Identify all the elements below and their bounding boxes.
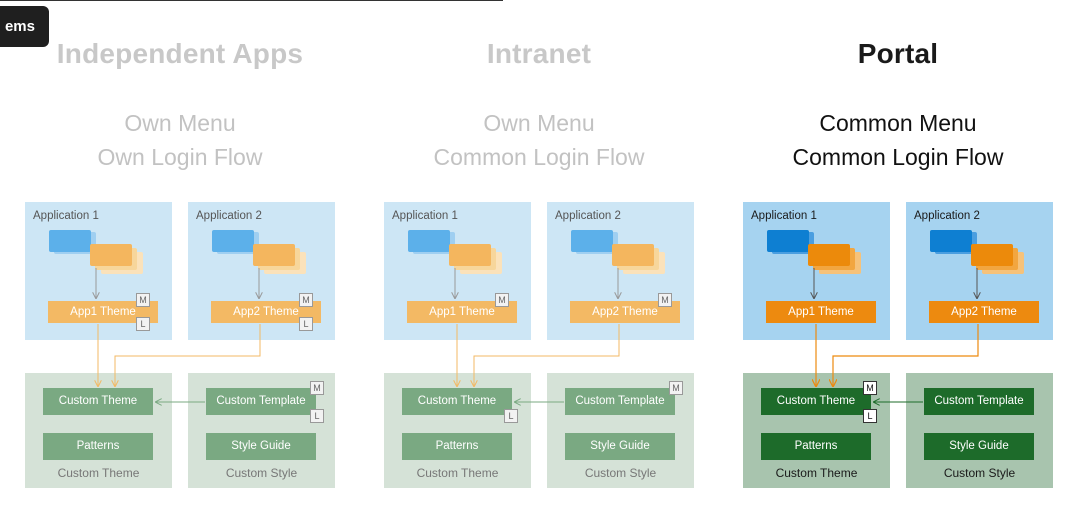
style-guide-button[interactable]: Style Guide	[924, 433, 1034, 460]
badge-m: M	[863, 381, 877, 395]
custom-theme-caption: Custom Theme	[57, 466, 140, 480]
column-title: Intranet	[486, 38, 592, 69]
badge-m: M	[658, 293, 672, 307]
connector-group	[814, 268, 978, 402]
window-icon	[767, 230, 809, 252]
application-2-box: Application 2 App2 Theme M L	[188, 202, 335, 340]
application-1-box: Application 1 App1 Theme M	[384, 202, 531, 340]
window-icon	[449, 244, 491, 266]
app-theme-button[interactable]: App2 Theme	[929, 301, 1039, 323]
custom-theme-button[interactable]: Custom Theme	[761, 388, 871, 415]
badge-l: L	[863, 409, 877, 423]
column-subtitle-login: Common Login Flow	[433, 144, 645, 170]
window-icon	[90, 244, 132, 266]
custom-style-caption: Custom Style	[584, 466, 657, 480]
custom-template-button[interactable]: Custom Template	[206, 388, 316, 415]
application-2-box: Application 2 App2 Theme M	[547, 202, 694, 340]
app-theme-button[interactable]: App1 Theme	[766, 301, 876, 323]
style-guide-button[interactable]: Style Guide	[565, 433, 675, 460]
connector-group	[455, 268, 619, 402]
badge-m: M	[669, 381, 683, 395]
column-title: Independent Apps	[56, 38, 304, 69]
top-divider-line	[0, 0, 503, 1]
window-icon	[808, 244, 850, 266]
badge-m: M	[299, 293, 313, 307]
column-subtitle-menu: Own Menu	[124, 110, 236, 136]
overflow-tag[interactable]: ems	[0, 6, 49, 47]
application-label: Application 1	[751, 210, 817, 222]
column-subtitle-login: Own Login Flow	[97, 144, 263, 170]
badge-m: M	[310, 381, 324, 395]
custom-theme-box: Custom Theme Patterns Custom Theme M L	[743, 373, 890, 488]
column-subtitle-menu: Own Menu	[483, 110, 595, 136]
application-label: Application 1	[33, 210, 99, 222]
app-theme-button[interactable]: App1 Theme	[407, 301, 517, 323]
custom-theme-box: Custom Theme Patterns Custom Theme	[25, 373, 172, 488]
window-icon	[253, 244, 295, 266]
custom-theme-caption: Custom Theme	[775, 466, 858, 480]
application-1-box: Application 1 App1 Theme	[743, 202, 890, 340]
patterns-button[interactable]: Patterns	[43, 433, 153, 460]
custom-theme-caption: Custom Theme	[416, 466, 499, 480]
badge-m: M	[136, 293, 150, 307]
app-theme-button[interactable]: App2 Theme	[211, 301, 321, 323]
application-label: Application 2	[196, 210, 262, 222]
application-label: Application 2	[914, 210, 980, 222]
window-icon	[408, 230, 450, 252]
connector-arrow	[474, 324, 620, 386]
application-label: Application 1	[392, 210, 458, 222]
column-title: Portal	[857, 38, 939, 69]
application-1-box: Application 1 App1 Theme M L	[25, 202, 172, 340]
custom-theme-box: Custom Theme Patterns Custom Theme L	[384, 373, 531, 488]
custom-style-box: Custom Template Style Guide Custom Style…	[547, 373, 694, 488]
window-icon	[49, 230, 91, 252]
window-icon	[930, 230, 972, 252]
patterns-button[interactable]: Patterns	[761, 433, 871, 460]
badge-l: L	[310, 409, 324, 423]
window-icon	[212, 230, 254, 252]
badge-m: M	[495, 293, 509, 307]
app-theme-button[interactable]: App1 Theme	[48, 301, 158, 323]
badge-l: L	[299, 317, 313, 331]
custom-style-box: Custom Template Style Guide Custom Style	[906, 373, 1053, 488]
badge-l: L	[136, 317, 150, 331]
window-icon	[971, 244, 1013, 266]
badge-l: L	[504, 409, 518, 423]
application-2-box: Application 2 App2 Theme	[906, 202, 1053, 340]
connector-arrow	[115, 324, 261, 386]
column-subtitle-login: Common Login Flow	[792, 144, 1004, 170]
style-guide-button[interactable]: Style Guide	[206, 433, 316, 460]
custom-theme-button[interactable]: Custom Theme	[402, 388, 512, 415]
custom-theme-button[interactable]: Custom Theme	[43, 388, 153, 415]
window-icon	[571, 230, 613, 252]
custom-style-caption: Custom Style	[225, 466, 298, 480]
patterns-button[interactable]: Patterns	[402, 433, 512, 460]
connector-arrow	[833, 324, 979, 386]
application-label: Application 2	[555, 210, 621, 222]
custom-style-caption: Custom Style	[943, 466, 1016, 480]
custom-style-box: Custom Template Style Guide Custom Style…	[188, 373, 335, 488]
column-subtitle-menu: Common Menu	[819, 110, 977, 136]
window-icon	[612, 244, 654, 266]
connector-group	[96, 268, 260, 402]
app-theme-button[interactable]: App2 Theme	[570, 301, 680, 323]
custom-template-button[interactable]: Custom Template	[565, 388, 675, 415]
custom-template-button[interactable]: Custom Template	[924, 388, 1034, 415]
